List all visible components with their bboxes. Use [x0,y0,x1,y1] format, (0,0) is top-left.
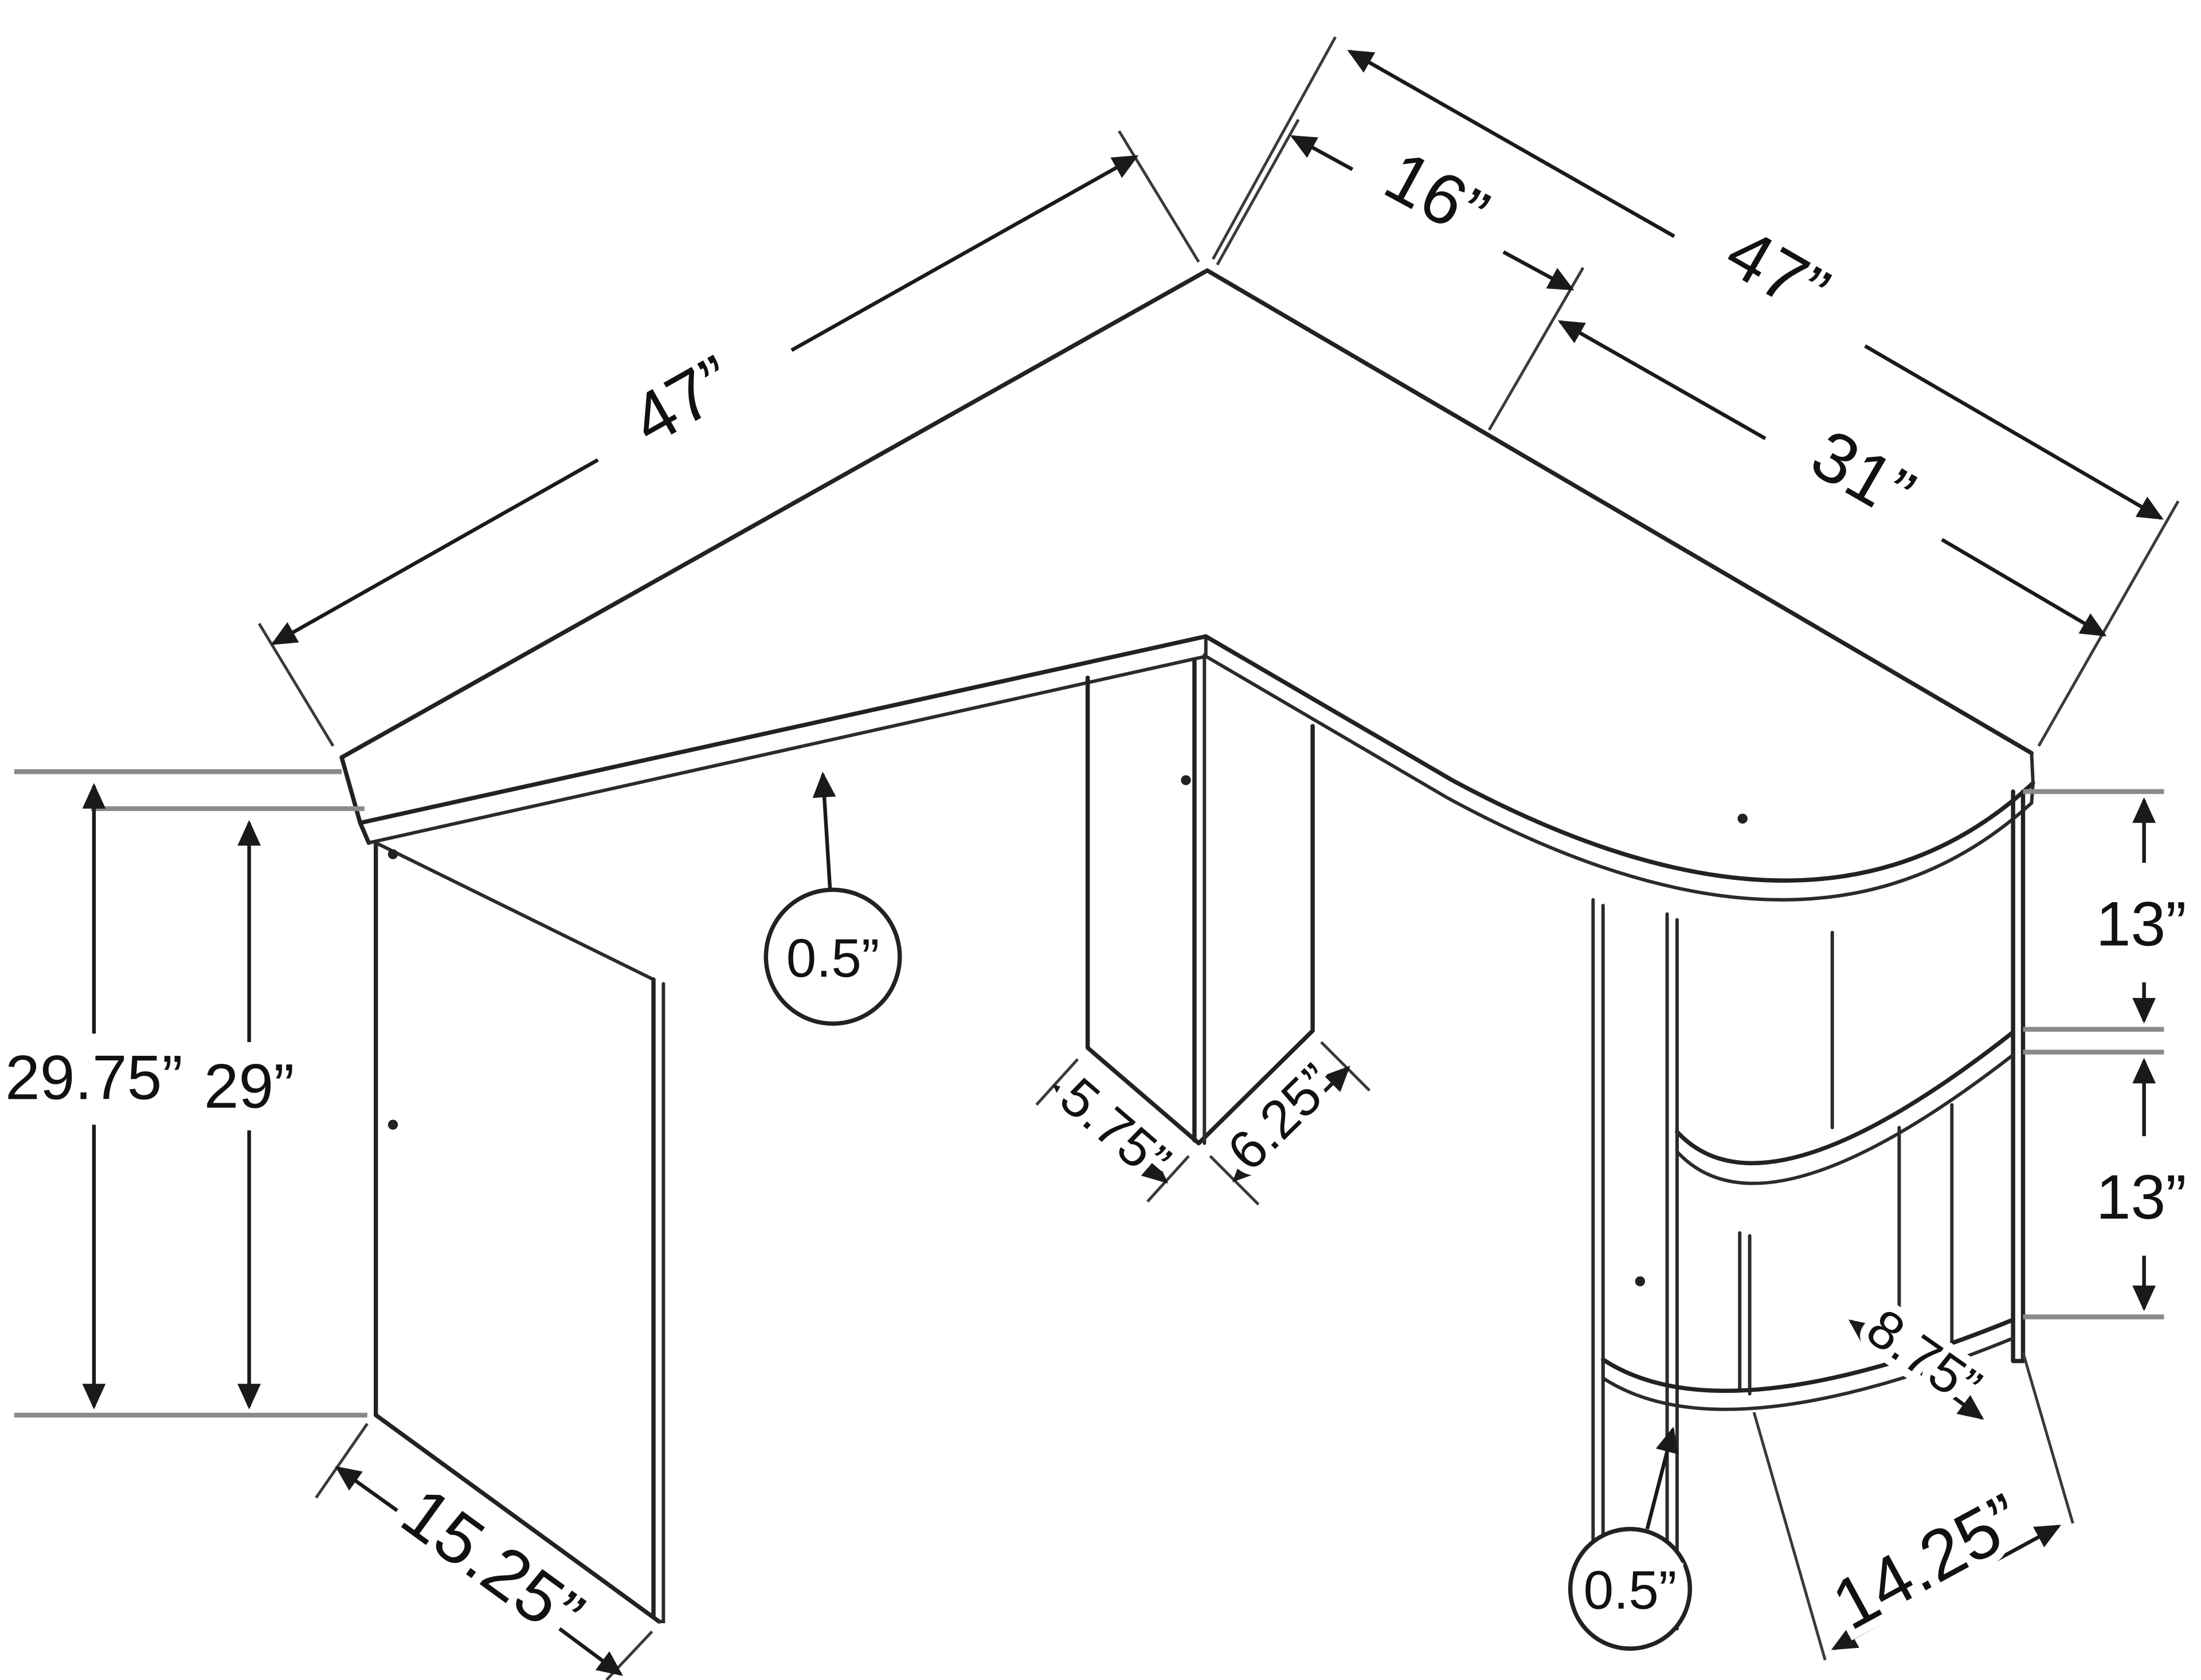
desktop-thickness-label: 0.5” [786,929,880,989]
left-support-panel [374,840,665,1624]
right-wing-front-thickness [1204,655,2034,902]
dim-right-wing-total-label: 47” [1713,213,1842,332]
screw-dot [1635,1276,1646,1287]
desktop-right-end-edge [2030,751,2035,805]
ext-line [1212,36,1337,260]
dim-line-31 [1941,538,2107,637]
ext-line [1752,1412,1827,1661]
dim-line-31 [1557,320,1767,440]
ext-line [315,1423,369,1499]
middle-shelf-thickness [1675,1053,2015,1185]
dim-clearance-height-label: 29” [204,1051,295,1121]
shelf-thickness-label: 0.5” [1584,1561,1677,1621]
thickness-callout-circle [763,887,902,1026]
desktop-outline [339,268,2035,902]
dim-lower-shelf-gap-label: 13” [2096,1162,2187,1232]
dim-line-14-25 [1831,1618,1886,1651]
screw-dot [387,849,398,859]
left-wing-front-thickness [367,655,1208,845]
screw-dot [1181,775,1191,785]
ext-line [2022,1352,2074,1524]
desktop-left-end-edge [339,755,371,845]
thickness-callout-circle [1568,1526,1693,1651]
dim-upper-shelf-gap-label: 13” [2096,889,2187,959]
screw-dot [1737,813,1748,824]
shelf-unit [1591,789,2026,1631]
shelf-back-panel [2011,789,2026,1364]
dim-line-47-left [790,155,1139,352]
pedestal-outline [1085,675,1315,1146]
middle-shelf-top [1675,1030,2015,1166]
ext-line [605,1630,653,1680]
corner-pedestal [1085,653,1315,1146]
dim-bottom-shelf-depth-label: 14.25” [1820,1479,2035,1645]
dim-line-15-25 [558,1627,623,1676]
dim-left-wing-width-label: 47” [618,340,747,460]
left-panel-top-edge [374,841,656,981]
dim-line-47-left [271,458,599,645]
screw-dot [387,1119,398,1130]
dim-line-8-75 [1848,1319,1984,1420]
dim-right-wing-partial-label: 31” [1799,414,1927,534]
dim-line-15-25 [335,1466,398,1512]
thickness-leader [1645,1426,1679,1530]
shelf-second-support [1665,912,1679,1631]
ext-line [257,622,335,747]
ext-line [2037,500,2180,747]
dim-line-16 [1290,135,1354,171]
dim-middle-shelf-depth-label: 8.75” [1856,1298,1991,1417]
right-wing-front-edge [1204,634,2035,883]
left-wing-front-edge [358,634,1208,825]
left-panel-back-thickness [657,982,665,1624]
dim-pedestal-left-label: 5.75” [1049,1067,1182,1193]
ext-line [1216,119,1300,266]
dimension-lines: 47” 16” 47” 31” 29.75” 29” 0.5” [0,36,2195,1680]
dim-line-47-right [1347,49,1675,238]
left-panel-front-bottom [374,840,661,1624]
dim-line-14-25 [1992,1524,2061,1564]
ext-line [1118,130,1200,263]
dim-overall-height-label: 29.75” [5,1043,183,1113]
ext-line [1487,267,1585,431]
shelf-left-panel [1591,898,1605,1628]
lower-support-double [1738,1231,1752,1396]
thickness-leader [812,772,836,889]
dim-line-5-75 [1052,1084,1169,1184]
ext-line [1035,1058,1079,1106]
dim-pedestal-right-label: 6.25” [1216,1053,1346,1182]
dim-line-47-right [1864,344,2164,520]
dim-line-16 [1502,250,1575,291]
dim-line-6-25 [1232,1066,1350,1182]
dim-corner-depth-label: 16” [1373,136,1501,254]
desktop-back-edges [339,268,2034,760]
